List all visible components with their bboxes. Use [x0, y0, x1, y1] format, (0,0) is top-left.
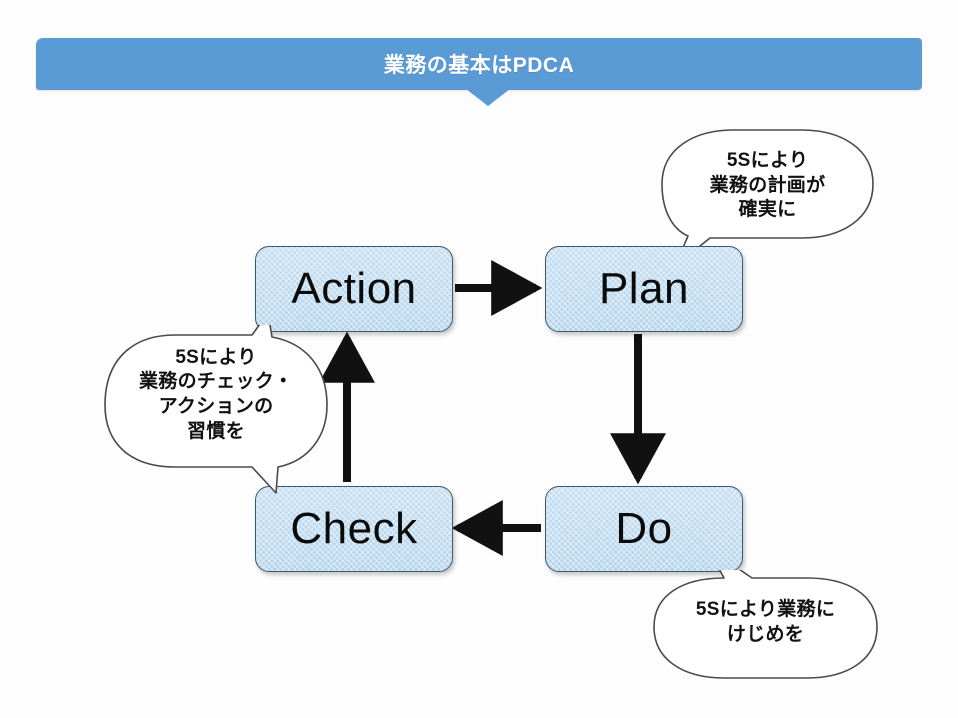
callout-plan[interactable]: 5Sにより 業務の計画が 確実に	[655, 126, 880, 267]
callout-plan-shape	[661, 129, 874, 267]
pdca-node-check[interactable]: Check	[255, 486, 453, 572]
pdca-node-plan[interactable]: Plan	[545, 246, 743, 332]
page-title: 業務の基本はPDCA	[383, 54, 575, 77]
callout-do[interactable]: 5Sにより業務に けじめを	[648, 547, 883, 679]
header-banner: 業務の基本はPDCA	[36, 38, 922, 90]
pdca-node-check-label: Check	[290, 504, 418, 553]
header-arrow-notch-icon	[466, 89, 510, 106]
callout-check-action[interactable]: 5Sにより 業務のチェック・ アクションの 習慣を	[100, 312, 332, 494]
callout-check-action-shape	[104, 312, 328, 494]
pdca-node-action-label: Action	[291, 264, 417, 313]
pdca-node-action[interactable]: Action	[255, 246, 453, 332]
pdca-node-do[interactable]: Do	[545, 486, 743, 572]
pdca-node-do-label: Do	[615, 504, 673, 553]
callout-do-shape	[653, 547, 878, 679]
pdca-node-plan-label: Plan	[598, 264, 690, 313]
